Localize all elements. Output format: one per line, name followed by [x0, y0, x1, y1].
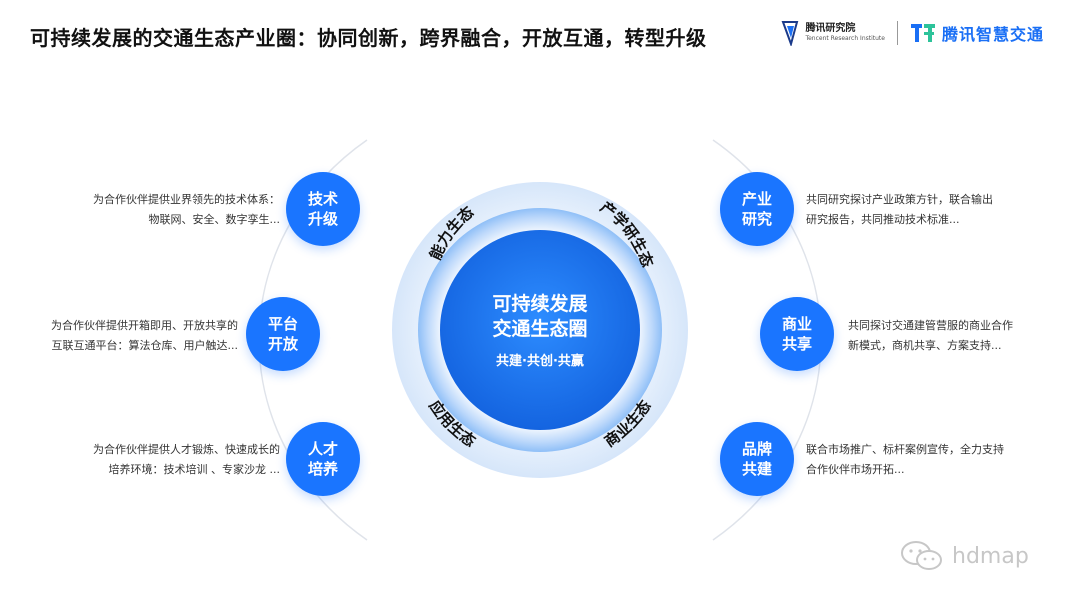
desc-business-share: 共同探讨交通建管营服的商业合作 新模式，商机共享、方案支持... — [848, 316, 1013, 356]
wechat-icon — [901, 541, 942, 570]
desc-line: 互联互通平台：算法仓库、用户触达... — [51, 339, 239, 352]
node-brand-build: 品牌 共建 — [720, 422, 794, 496]
node-label: 升级 — [307, 210, 338, 228]
smart-traffic-mark-icon — [910, 24, 935, 42]
desc-line: 培养环境：技术培训 、专家沙龙 ... — [108, 463, 280, 476]
desc-line: 共同探讨交通建管营服的商业合作 — [848, 319, 1013, 332]
node-label: 技术 — [307, 190, 338, 208]
desc-line: 联合市场推广、标杆案例宣传，全力支持 — [806, 443, 1004, 456]
node-label: 研究 — [741, 210, 772, 228]
header-logos: 腾讯研究院 Tencent Research Institute 腾讯智慧交通 — [781, 20, 1044, 46]
desc-line: 研究报告，共同推动技术标准... — [806, 213, 960, 226]
desc-line: 物联网、安全、数字孪生... — [148, 213, 281, 226]
node-tech-upgrade: 技术 升级 — [286, 172, 360, 246]
desc-platform-open: 为合作伙伴提供开箱即用、开放共享的 互联互通平台：算法仓库、用户触达... — [51, 316, 238, 356]
tencent-research-logo: 腾讯研究院 Tencent Research Institute — [781, 20, 885, 46]
desc-line: 合作伙伴市场开拓... — [806, 463, 905, 476]
center-title-line1: 可持续发展 — [492, 293, 588, 315]
desc-line: 为合作伙伴提供业界领先的技术体系： — [93, 193, 280, 206]
node-label: 培养 — [307, 460, 338, 478]
node-label: 商业 — [781, 315, 812, 333]
center-text: 可持续发展 交通生态圈 共建·共创·共赢 — [440, 292, 640, 369]
node-business-share: 商业 共享 — [760, 297, 834, 371]
node-label: 共建 — [741, 460, 772, 478]
page-title: 可持续发展的交通生态产业圈：协同创新，跨界融合，开放互通，转型升级 — [30, 26, 707, 50]
tencent-research-mark-icon — [782, 21, 799, 46]
tencent-research-en: Tencent Research Institute — [805, 35, 885, 42]
smart-traffic-name: 腾讯智慧交通 — [941, 25, 1044, 44]
desc-brand-build: 联合市场推广、标杆案例宣传，全力支持 合作伙伴市场开拓... — [806, 440, 1004, 480]
smart-traffic-logo: 腾讯智慧交通 — [910, 21, 1044, 45]
node-label: 平台 — [267, 315, 298, 333]
node-label: 开放 — [267, 335, 298, 353]
node-platform-open: 平台 开放 — [246, 297, 320, 371]
desc-line: 共同研究探讨产业政策方针，联合输出 — [806, 193, 993, 206]
desc-line: 为合作伙伴提供开箱即用、开放共享的 — [51, 319, 238, 332]
node-label: 产业 — [741, 190, 772, 208]
node-talent: 人才 培养 — [286, 422, 360, 496]
watermark: hdmap — [900, 540, 1029, 572]
node-industry-research: 产业 研究 — [720, 172, 794, 246]
desc-line: 为合作伙伴提供人才锻炼、快速成长的 — [93, 443, 280, 456]
watermark-text: hdmap — [952, 543, 1029, 569]
tencent-research-cn: 腾讯研究院 — [805, 23, 856, 34]
logo-divider — [896, 21, 898, 45]
node-label: 共享 — [781, 335, 812, 353]
node-label: 人才 — [307, 440, 338, 458]
desc-industry-research: 共同研究探讨产业政策方针，联合输出 研究报告，共同推动技术标准... — [806, 190, 993, 230]
node-label: 品牌 — [741, 440, 772, 458]
desc-talent: 为合作伙伴提供人才锻炼、快速成长的 培养环境：技术培训 、专家沙龙 ... — [93, 440, 280, 480]
desc-tech-upgrade: 为合作伙伴提供业界领先的技术体系： 物联网、安全、数字孪生... — [93, 190, 280, 230]
center-circle — [440, 230, 640, 430]
desc-line: 新模式，商机共享、方案支持... — [848, 339, 1002, 352]
center-subtitle: 共建·共创·共赢 — [496, 354, 584, 369]
center-title-line2: 交通生态圈 — [492, 318, 588, 340]
